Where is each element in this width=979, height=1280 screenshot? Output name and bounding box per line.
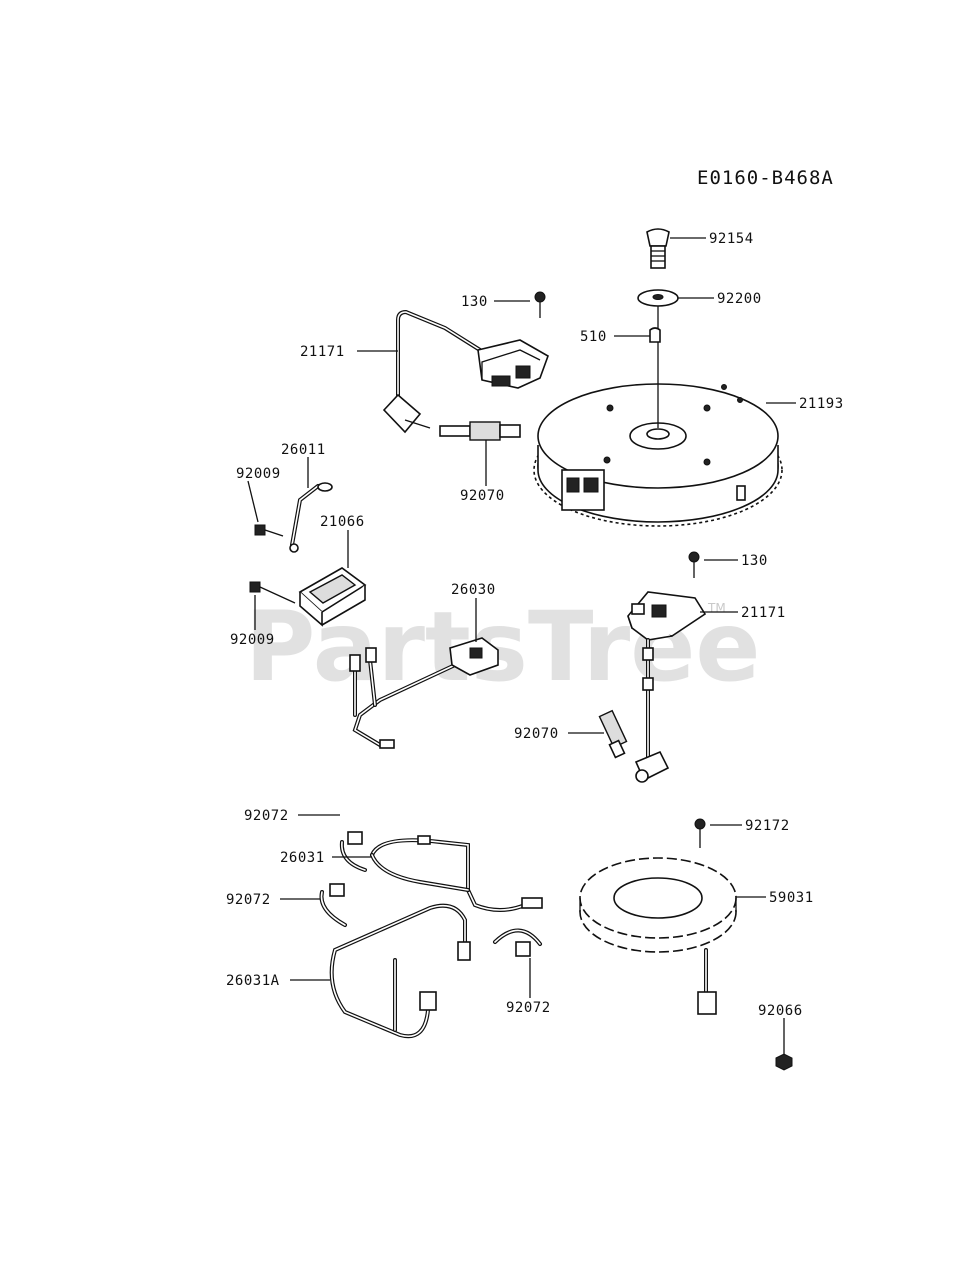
label-92072-b[interactable]: 92072 bbox=[226, 892, 271, 908]
ignition-coil-21171-mid[interactable] bbox=[627, 591, 707, 783]
flywheel-21193[interactable] bbox=[533, 383, 783, 527]
label-92070-top[interactable]: 92070 bbox=[460, 488, 505, 504]
bolt-92009-bottom[interactable] bbox=[249, 581, 296, 604]
label-92009-bottom[interactable]: 92009 bbox=[230, 632, 275, 648]
label-21066[interactable]: 21066 bbox=[320, 514, 365, 530]
label-59031[interactable]: 59031 bbox=[769, 890, 814, 906]
harness-26031[interactable] bbox=[370, 835, 543, 912]
label-26011[interactable]: 26011 bbox=[281, 442, 326, 458]
diagram-code: E0160-B468A bbox=[697, 167, 834, 189]
nut-92066[interactable] bbox=[775, 1053, 793, 1071]
harness-26031A[interactable] bbox=[329, 903, 471, 1039]
label-92070-mid[interactable]: 92070 bbox=[514, 726, 559, 742]
label-26031[interactable]: 26031 bbox=[280, 850, 325, 866]
label-92072-c[interactable]: 92072 bbox=[506, 1000, 551, 1016]
label-21171-top[interactable]: 21171 bbox=[300, 344, 345, 360]
bolt-92154[interactable] bbox=[646, 228, 670, 269]
connector-92072-c[interactable] bbox=[493, 928, 542, 957]
washer-92200[interactable] bbox=[637, 289, 679, 307]
watermark-tm: TM bbox=[707, 601, 726, 615]
spark-plug-92070-top[interactable] bbox=[439, 421, 521, 441]
label-92009-top[interactable]: 92009 bbox=[236, 466, 281, 482]
label-92154[interactable]: 92154 bbox=[709, 231, 754, 247]
label-92200[interactable]: 92200 bbox=[717, 291, 762, 307]
ignition-coil-21171-top[interactable] bbox=[382, 309, 549, 434]
key-510[interactable] bbox=[649, 327, 661, 343]
stator-59031[interactable] bbox=[579, 857, 737, 1015]
leader-lines bbox=[247, 237, 796, 1054]
label-92172[interactable]: 92172 bbox=[745, 818, 790, 834]
label-510[interactable]: 510 bbox=[580, 329, 607, 345]
label-92072-a[interactable]: 92072 bbox=[244, 808, 289, 824]
part-labels: 92154 92200 130 510 21171 21193 26011 92… bbox=[226, 231, 844, 1019]
connector-92072-a[interactable] bbox=[339, 831, 367, 872]
label-130-top[interactable]: 130 bbox=[461, 294, 488, 310]
bolt-130-top[interactable] bbox=[534, 291, 546, 318]
label-92066[interactable]: 92066 bbox=[758, 1003, 803, 1019]
label-21171-mid[interactable]: 21171 bbox=[741, 605, 786, 621]
connector-92072-b[interactable] bbox=[319, 883, 347, 927]
label-26030[interactable]: 26030 bbox=[451, 582, 496, 598]
label-130-mid[interactable]: 130 bbox=[741, 553, 768, 569]
bolt-130-mid[interactable] bbox=[688, 551, 700, 578]
regulator-21066[interactable] bbox=[298, 567, 367, 627]
bolt-92172[interactable] bbox=[694, 818, 706, 848]
harness-26030[interactable] bbox=[349, 637, 499, 749]
lead-26011[interactable] bbox=[289, 482, 333, 553]
label-26031A[interactable]: 26031A bbox=[226, 973, 280, 989]
spark-plug-92070-mid[interactable] bbox=[598, 709, 628, 759]
bolt-92009-top[interactable] bbox=[254, 524, 284, 537]
label-21193[interactable]: 21193 bbox=[799, 396, 844, 412]
